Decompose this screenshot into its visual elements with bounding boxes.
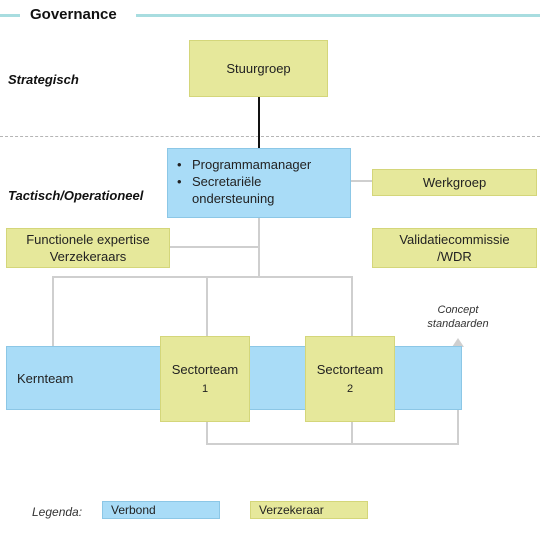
connector-sectorteam2 [351, 276, 353, 336]
row-label-strategic: Strategisch [8, 72, 79, 87]
page-title: Governance [30, 6, 117, 23]
validatiecommissie-box: Validatiecommissie /WDR [372, 228, 537, 268]
connector-program-down [258, 218, 260, 276]
legend-swatch-verbond: Verbond [102, 501, 220, 519]
program-list: Programmamanager Secretariële ondersteun… [174, 156, 344, 207]
legend-label: Legenda: [32, 505, 83, 519]
connector-sectorteam1 [206, 276, 208, 336]
annotation-line2: standaarden [427, 318, 489, 330]
connector-horizontal-bus [52, 276, 352, 278]
stuurgroep-label: Stuurgroep [226, 61, 291, 76]
sectorteam-1-line1: Sectorteam [171, 361, 239, 377]
title-rule-left [0, 14, 20, 17]
stuurgroep-box: Stuurgroep [189, 40, 328, 97]
legend-swatch-verzekeraar: Verzekeraar [250, 501, 368, 519]
annotation-line1: Concept [437, 304, 479, 316]
legend-item-verbond: Verbond [111, 503, 156, 517]
validatiecommissie-line2: /WDR [437, 249, 472, 264]
connector-kernteam [52, 276, 54, 346]
validatiecommissie-line1: Validatiecommissie [399, 232, 510, 247]
level-separator [0, 136, 540, 137]
program-item: Programmamanager [174, 156, 344, 173]
kernteam-label: Kernteam [17, 371, 74, 386]
connector-bottom-st2 [351, 422, 353, 444]
functionele-expertise-box: Functionele expertise Verzekeraars [6, 228, 170, 268]
program-box: Programmamanager Secretariële ondersteun… [167, 148, 351, 218]
sectorteam-2-line1: Sectorteam [316, 361, 384, 377]
arrow-up-icon [452, 338, 464, 347]
connector-bottom-st1 [206, 422, 208, 444]
row-label-tactical: Tactisch/Operationeel [8, 188, 144, 203]
functionele-expertise-line2: Verzekeraars [49, 249, 127, 264]
sectorteam-1-line2: 1 [201, 382, 209, 395]
connector-functionele [170, 246, 258, 248]
program-item: Secretariële ondersteuning [174, 173, 344, 207]
sectorteam-1-box: Sectorteam 1 [160, 336, 250, 422]
werkgroep-label: Werkgroep [422, 175, 487, 190]
functionele-expertise-line1: Functionele expertise [26, 232, 150, 247]
connector-program-werkgroep [350, 180, 372, 182]
sectorteam-2-box: Sectorteam 2 [305, 336, 395, 422]
sectorteam-2-line2: 2 [346, 382, 354, 395]
werkgroep-box: Werkgroep [372, 169, 537, 196]
connector-bottom-bus [206, 443, 458, 445]
title-rule-right [136, 14, 540, 17]
legend-item-verzekeraar: Verzekeraar [259, 503, 324, 517]
concept-standaarden-annotation: Concept standaarden [406, 303, 510, 331]
connector-stuurgroep-program [258, 96, 260, 148]
